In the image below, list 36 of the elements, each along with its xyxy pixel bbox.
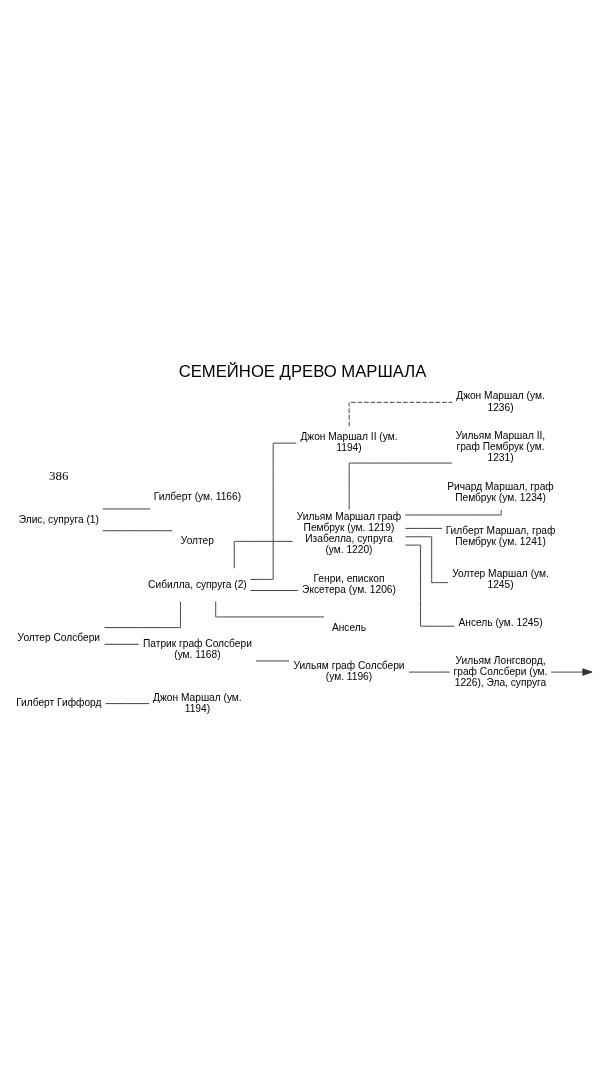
node-text: Джон Маршал (ум. 1194) [153, 691, 242, 714]
node-text: Сибилла, супруга (2) [148, 578, 247, 590]
connector [215, 601, 325, 618]
node-text: Джон Маршал (ум. 1236) [456, 390, 545, 413]
connector [249, 442, 297, 580]
connector [102, 530, 173, 532]
arrow [550, 668, 593, 676]
connector [104, 601, 181, 629]
connector [404, 527, 443, 529]
node-text: Уильям граф Солсбери (ум. 1196) [293, 660, 405, 683]
node-text: Уолтер [180, 534, 214, 546]
node-text: Гилберт Маршал, граф Пембрук (ум. 1241) [445, 524, 556, 547]
node-text: Уильям Маршал граф Пембрук (ум. 1219) Изабелла, супруга (ум. 1220) [296, 510, 402, 556]
label: 386 [49, 467, 69, 483]
node-text: Ансель [331, 622, 367, 634]
connector [348, 462, 453, 511]
connector [249, 590, 299, 591]
node-text: Уолтер Солсбери [17, 632, 101, 644]
node-text: Элис, супруга (1) [18, 513, 99, 525]
connector [104, 643, 140, 645]
connector [404, 544, 455, 627]
node-text: Гилберт Гиффорд [16, 697, 102, 709]
node-text: Уолтер Маршал (ум. 1245) [452, 568, 549, 591]
node-text: Ансель (ум. 1245) [458, 617, 543, 629]
node-text: Джон Маршал II (ум. 1194) [300, 431, 398, 454]
node-text: Патрик граф Солсбери (ум. 1168) [142, 637, 252, 660]
connector [233, 540, 294, 569]
node-text: Уильям Маршал II, граф Пембрук (ум. 1231) [455, 430, 546, 464]
connector [105, 703, 150, 705]
node-text: Ричард Маршал, граф Пембрук (ум. 1234) [447, 481, 554, 504]
connector [405, 536, 449, 584]
node-text: Гилберт (ум. 1166) [153, 491, 242, 503]
connector [348, 401, 453, 427]
diagram-title: СЕМЕЙНОЕ ДРЕВО МАРШАЛА [178, 361, 427, 381]
node-text: Уильям Лонгсворд, граф Солсбери (ум. 1226), Эла, супруга [453, 654, 548, 688]
node-text: Генри, епископ Эксетера (ум. 1206) [302, 572, 396, 596]
